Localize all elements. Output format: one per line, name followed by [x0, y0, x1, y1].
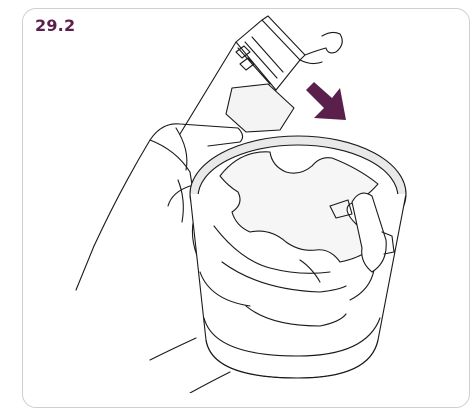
arrow-down-right-icon	[306, 82, 346, 120]
instruction-illustration	[0, 0, 473, 393]
